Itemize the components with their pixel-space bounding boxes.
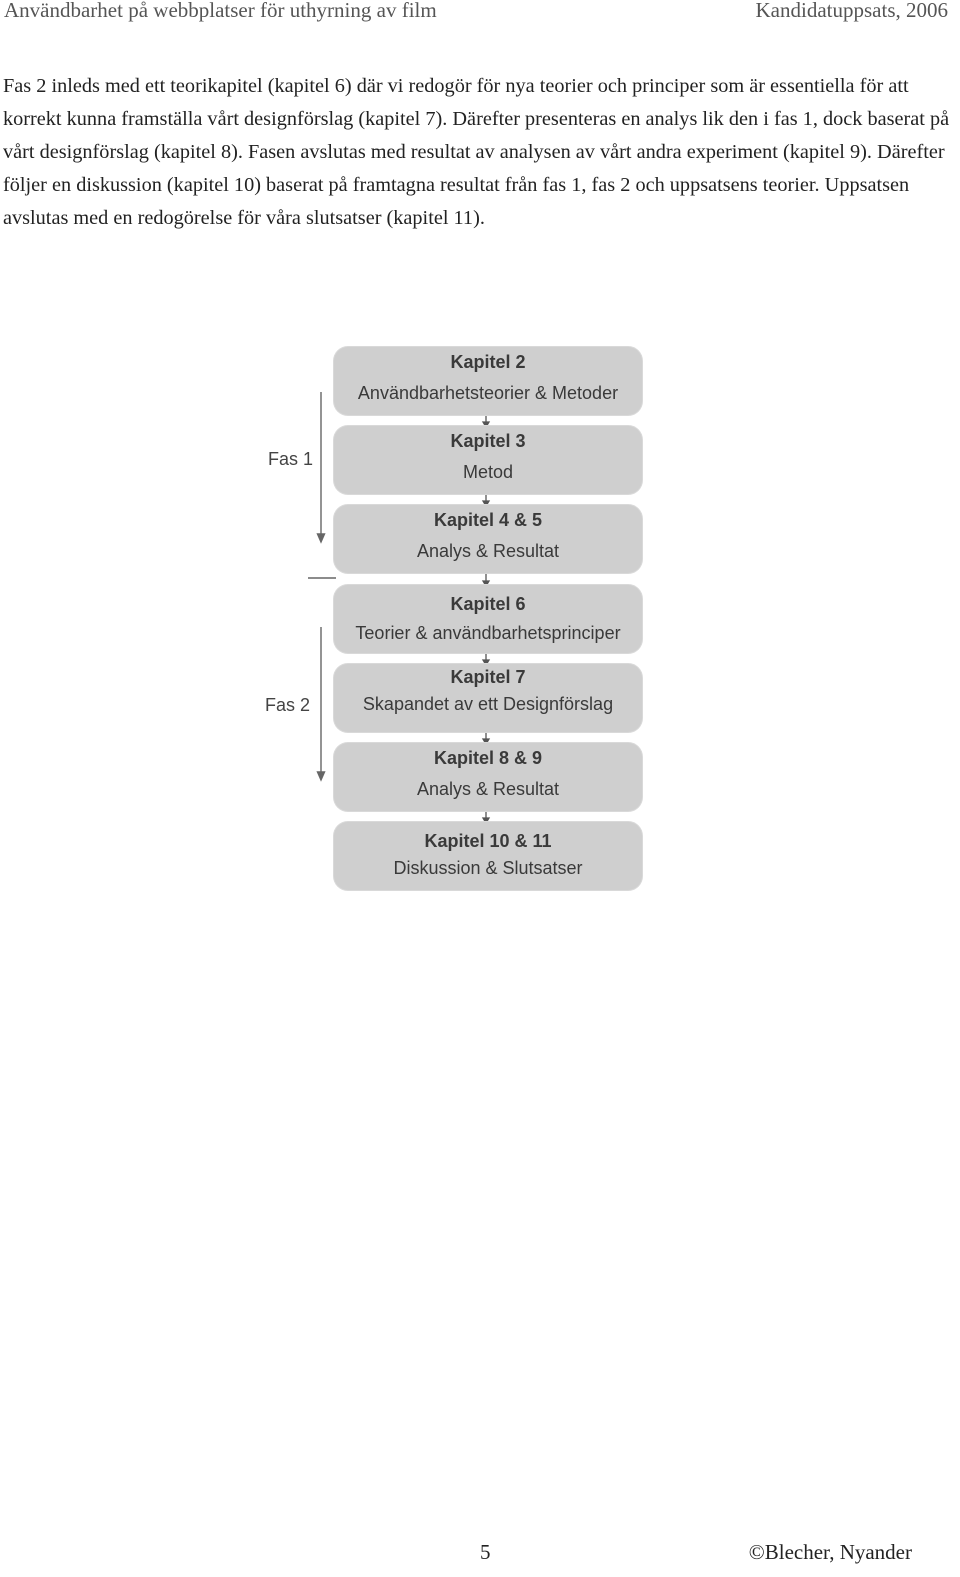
chapter-box-subtitle: Metod	[462, 462, 514, 482]
chapter-box-subtitle: Användbarhetsteorier & Metoder	[357, 383, 619, 403]
chapter-box-title: Kapitel 4 & 5	[433, 510, 543, 530]
chapter-box-subtitle: Diskussion & Slutsatser	[393, 858, 583, 878]
phase-2-label: Fas 2	[265, 695, 311, 715]
chapter-box-subtitle: Teorier & användbarhetsprinciper	[355, 623, 621, 643]
chapter-box-7: Kapitel 7 Skapandet av ett Designförslag	[334, 664, 642, 732]
phase-1-label: Fas 1	[268, 449, 314, 469]
chapter-box-6: Kapitel 6 Teorier & användbarhetsprincip…	[334, 585, 642, 653]
phase-1-arrowhead	[316, 533, 326, 544]
chapter-box-title: Kapitel 6	[450, 594, 526, 614]
chapter-box-title: Kapitel 10 & 11	[424, 831, 552, 851]
chapter-box-4-5: Kapitel 4 & 5 Analys & Resultat	[334, 505, 642, 573]
phase-2-arrowhead	[316, 771, 326, 782]
chapter-box-subtitle: Analys & Resultat	[416, 541, 560, 561]
chapter-box-title: Kapitel 3	[450, 431, 526, 451]
chapter-box-title: Kapitel 7	[450, 667, 526, 687]
header-title: Användbarhet på webbplatser för uthyrnin…	[4, 0, 437, 22]
header-subtitle: Kandidatuppsats, 2006	[755, 0, 948, 22]
page-number: 5	[480, 1540, 491, 1564]
chapter-box-subtitle: Analys & Resultat	[416, 779, 560, 799]
chapter-box-3: Kapitel 3 Metod	[334, 426, 642, 494]
chapter-box-10-11: Kapitel 10 & 11 Diskussion & Slutsatser	[334, 822, 642, 890]
chapter-box-8-9: Kapitel 8 & 9 Analys & Resultat	[334, 743, 642, 811]
chapter-box-title: Kapitel 2	[450, 352, 526, 372]
chapter-box-title: Kapitel 8 & 9	[433, 748, 543, 768]
chapter-box-subtitle: Skapandet av ett Designförslag	[362, 694, 614, 714]
chapter-box-2: Kapitel 2 Användbarhetsteorier & Metoder	[334, 347, 642, 415]
body-paragraph: Fas 2 inleds med ett teorikapitel (kapit…	[3, 75, 950, 229]
copyright-notice: ©Blecher, Nyander	[748, 1540, 912, 1564]
